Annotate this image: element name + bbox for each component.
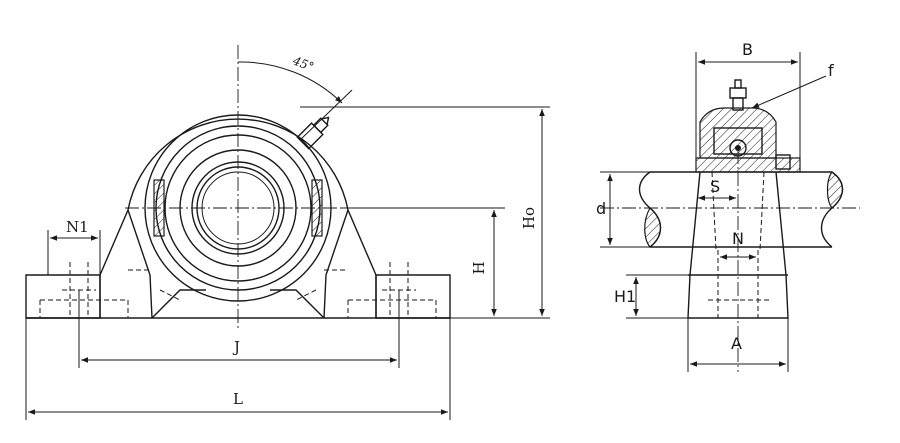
- dim-label-B: B: [742, 40, 753, 59]
- dim-label-N1: N1: [66, 218, 89, 236]
- housing-outline: [99, 118, 377, 319]
- dim-label-J: J: [232, 338, 240, 356]
- housing-lower-body: [99, 275, 377, 319]
- f-leader: [751, 75, 827, 109]
- housing-cap: [695, 107, 801, 173]
- dim-label-N: N: [732, 229, 744, 248]
- dim-label-f: f: [828, 61, 834, 80]
- dim-label-A: A: [731, 334, 742, 353]
- dim-label-H1: H1: [614, 287, 636, 306]
- grease-nipple-side: [729, 79, 747, 111]
- side-view: B f d S N H1 A: [596, 40, 860, 372]
- dim-label-L: L: [233, 390, 243, 408]
- angle-arc: [237, 61, 343, 104]
- dim-label-S: S: [710, 177, 720, 196]
- dim-label-d: d: [596, 199, 606, 218]
- angle-label: 45°: [290, 53, 316, 74]
- dim-label-H: H: [470, 261, 488, 274]
- front-view: 45° H Ho N1 J L: [25, 45, 550, 420]
- housing-mid-band: [695, 157, 801, 173]
- right-set-screw: [311, 179, 323, 237]
- pedestal-body: [687, 171, 789, 319]
- angle-leader: [299, 89, 353, 141]
- left-set-screw: [153, 179, 165, 237]
- dim-label-Ho: Ho: [520, 207, 538, 229]
- grease-nipple-front: [296, 116, 330, 150]
